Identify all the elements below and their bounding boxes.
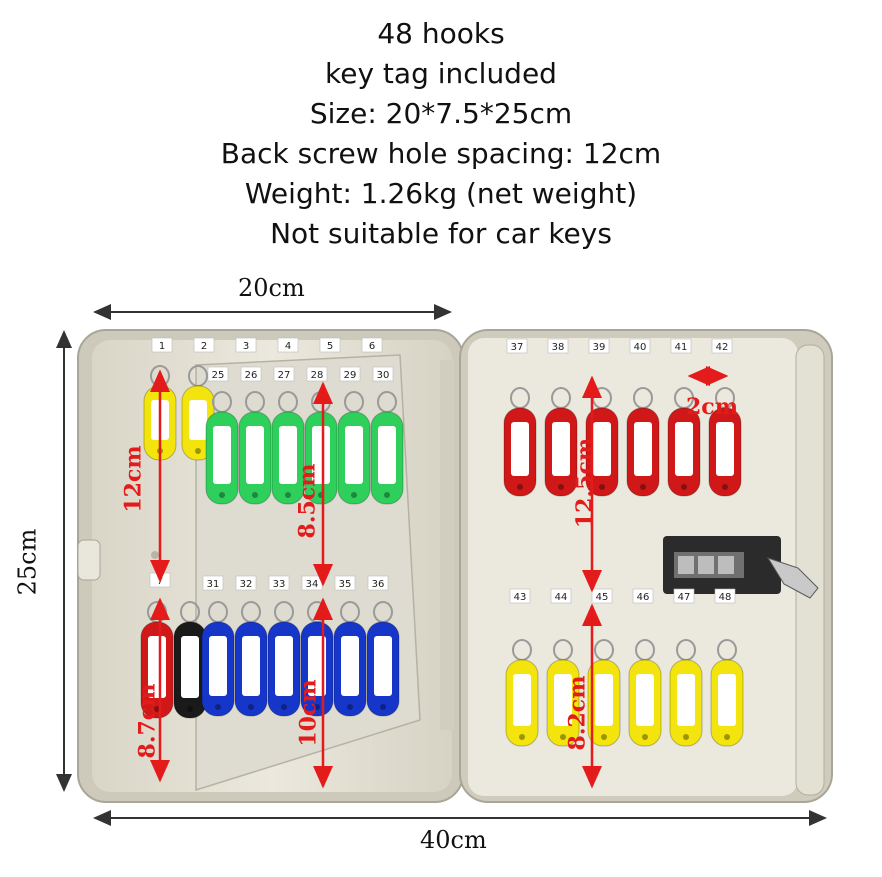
hook-label-46: 46 xyxy=(637,592,650,603)
hook-label-37-plate xyxy=(506,338,528,354)
key-tag-blue-1 xyxy=(201,601,235,717)
hook-label-29-plate xyxy=(339,366,361,382)
hook-label-27: 27 xyxy=(278,370,291,381)
key-tag-yellow-door-6 xyxy=(710,639,744,747)
hook-label-2: 2 xyxy=(201,341,207,352)
hook-label-31-plate xyxy=(202,575,224,591)
hook-label-25: 25 xyxy=(212,370,225,381)
key-tag-red-door-1 xyxy=(503,387,537,497)
hook-label-40: 40 xyxy=(634,342,647,353)
hook-label-43-plate xyxy=(509,588,531,604)
key-tag-red-door-5 xyxy=(667,387,701,497)
hook-label-46-plate xyxy=(632,588,654,604)
hook-label-6-plate xyxy=(361,337,383,353)
spec-note: Not suitable for car keys xyxy=(270,217,612,250)
key-tag-blue-3 xyxy=(267,601,301,717)
dim-height: 25cm xyxy=(13,528,42,596)
key-tag-blue-2 xyxy=(234,601,268,717)
hook-label-26: 26 xyxy=(245,370,258,381)
hook-label-45: 45 xyxy=(596,592,609,603)
key-tag-yellow-door-5 xyxy=(669,639,703,747)
combination-lock xyxy=(663,536,819,599)
hook-label-47-plate xyxy=(673,588,695,604)
hook-label-25-plate xyxy=(207,366,229,382)
hook-label-38-plate xyxy=(547,338,569,354)
hook-label-48-plate xyxy=(714,588,736,604)
hook-label-33: 33 xyxy=(273,579,286,590)
dim-width-closed: 20cm xyxy=(238,274,305,302)
hook-label-36: 36 xyxy=(372,579,385,590)
hook-label-1: 1 xyxy=(159,341,165,352)
hook-label-30: 30 xyxy=(377,370,390,381)
hook-label-43: 43 xyxy=(514,592,527,603)
spec-weight: Weight: 1.26kg (net weight) xyxy=(244,177,638,210)
key-tag-yellow-door-1 xyxy=(505,639,539,747)
measure-door-lower: 8.2cm xyxy=(564,675,591,751)
hook-label-39: 39 xyxy=(593,342,606,353)
hook-label-27-plate xyxy=(273,366,295,382)
hook-label-33-plate xyxy=(268,575,290,591)
key-tag-green-1 xyxy=(205,391,239,505)
hook-label-48: 48 xyxy=(719,592,732,603)
hook-label-36-plate xyxy=(367,575,389,591)
hook-label-42: 42 xyxy=(716,342,729,353)
hook-label-44-plate xyxy=(550,588,572,604)
key-tag-green-2 xyxy=(238,391,272,505)
measure-door-gap: 2cm xyxy=(686,394,738,420)
hook-label-3: 3 xyxy=(243,341,249,352)
spec-size: Size: 20*7.5*25cm xyxy=(309,97,573,130)
hook-label-37: 37 xyxy=(511,342,524,353)
hook-label-32: 32 xyxy=(240,579,253,590)
hook-label-35-plate xyxy=(334,575,356,591)
hook-label-45-plate xyxy=(591,588,613,604)
hook-label-6: 6 xyxy=(369,341,375,352)
hook-label-41: 41 xyxy=(675,342,688,353)
hook-label-30-plate xyxy=(372,366,394,382)
key-tag-red-door-4 xyxy=(626,387,660,497)
hook-label-35: 35 xyxy=(339,579,352,590)
hook-label-32-plate xyxy=(235,575,257,591)
spec-tag: key tag included xyxy=(325,57,557,90)
key-tag-black-left-2 xyxy=(173,601,207,719)
spec-text-block: 48 hooks key tag included Size: 20*7.5*2… xyxy=(0,14,882,254)
hook-label-44: 44 xyxy=(555,592,568,603)
key-tag-yellow-door-2 xyxy=(546,639,580,747)
key-tag-blue-5 xyxy=(333,601,367,717)
hook-label-34: 34 xyxy=(306,579,319,590)
hook-label-47: 47 xyxy=(678,592,691,603)
hook-label-29: 29 xyxy=(344,370,357,381)
hook-label-4: 4 xyxy=(285,341,291,352)
hook-label-42-plate xyxy=(711,338,733,354)
hook-label-31: 31 xyxy=(207,579,220,590)
spec-hooks: 48 hooks xyxy=(377,17,505,50)
spec-screw-spacing: Back screw hole spacing: 12cm xyxy=(220,137,662,170)
hook-label-28: 28 xyxy=(311,370,324,381)
key-tag-green-5 xyxy=(337,391,371,505)
hook-label-4-plate xyxy=(277,337,299,353)
hook-label-41-plate xyxy=(670,338,692,354)
hook-label-26-plate xyxy=(240,366,262,382)
key-tag-green-3 xyxy=(271,391,305,505)
hook-label-28-plate xyxy=(306,366,328,382)
hook-label-1-plate xyxy=(151,337,173,353)
key-tag-blue-6 xyxy=(366,601,400,717)
hook-label-5-plate xyxy=(319,337,341,353)
hook-label-40-plate xyxy=(629,338,651,354)
key-tag-red-door-6 xyxy=(708,387,742,497)
measure-panel-upper: 8.5cm xyxy=(294,463,321,539)
hook-label-5: 5 xyxy=(327,341,333,352)
dim-width-open: 40cm xyxy=(420,826,487,854)
hook-label-3-plate xyxy=(235,337,257,353)
hook-label-2-plate xyxy=(193,337,215,353)
key-tag-green-6 xyxy=(370,391,404,505)
hook-label-39-plate xyxy=(588,338,610,354)
measure-door-upper: 12.5cm xyxy=(572,437,599,529)
measure-left-lower: 8.7cm xyxy=(134,683,161,759)
key-tag-red-door-2 xyxy=(544,387,578,497)
key-tag-yellow-door-4 xyxy=(628,639,662,747)
hook-label-38: 38 xyxy=(552,342,565,353)
measure-panel-lower: 10cm xyxy=(295,679,322,747)
measure-left-upper: 12cm xyxy=(120,445,147,513)
